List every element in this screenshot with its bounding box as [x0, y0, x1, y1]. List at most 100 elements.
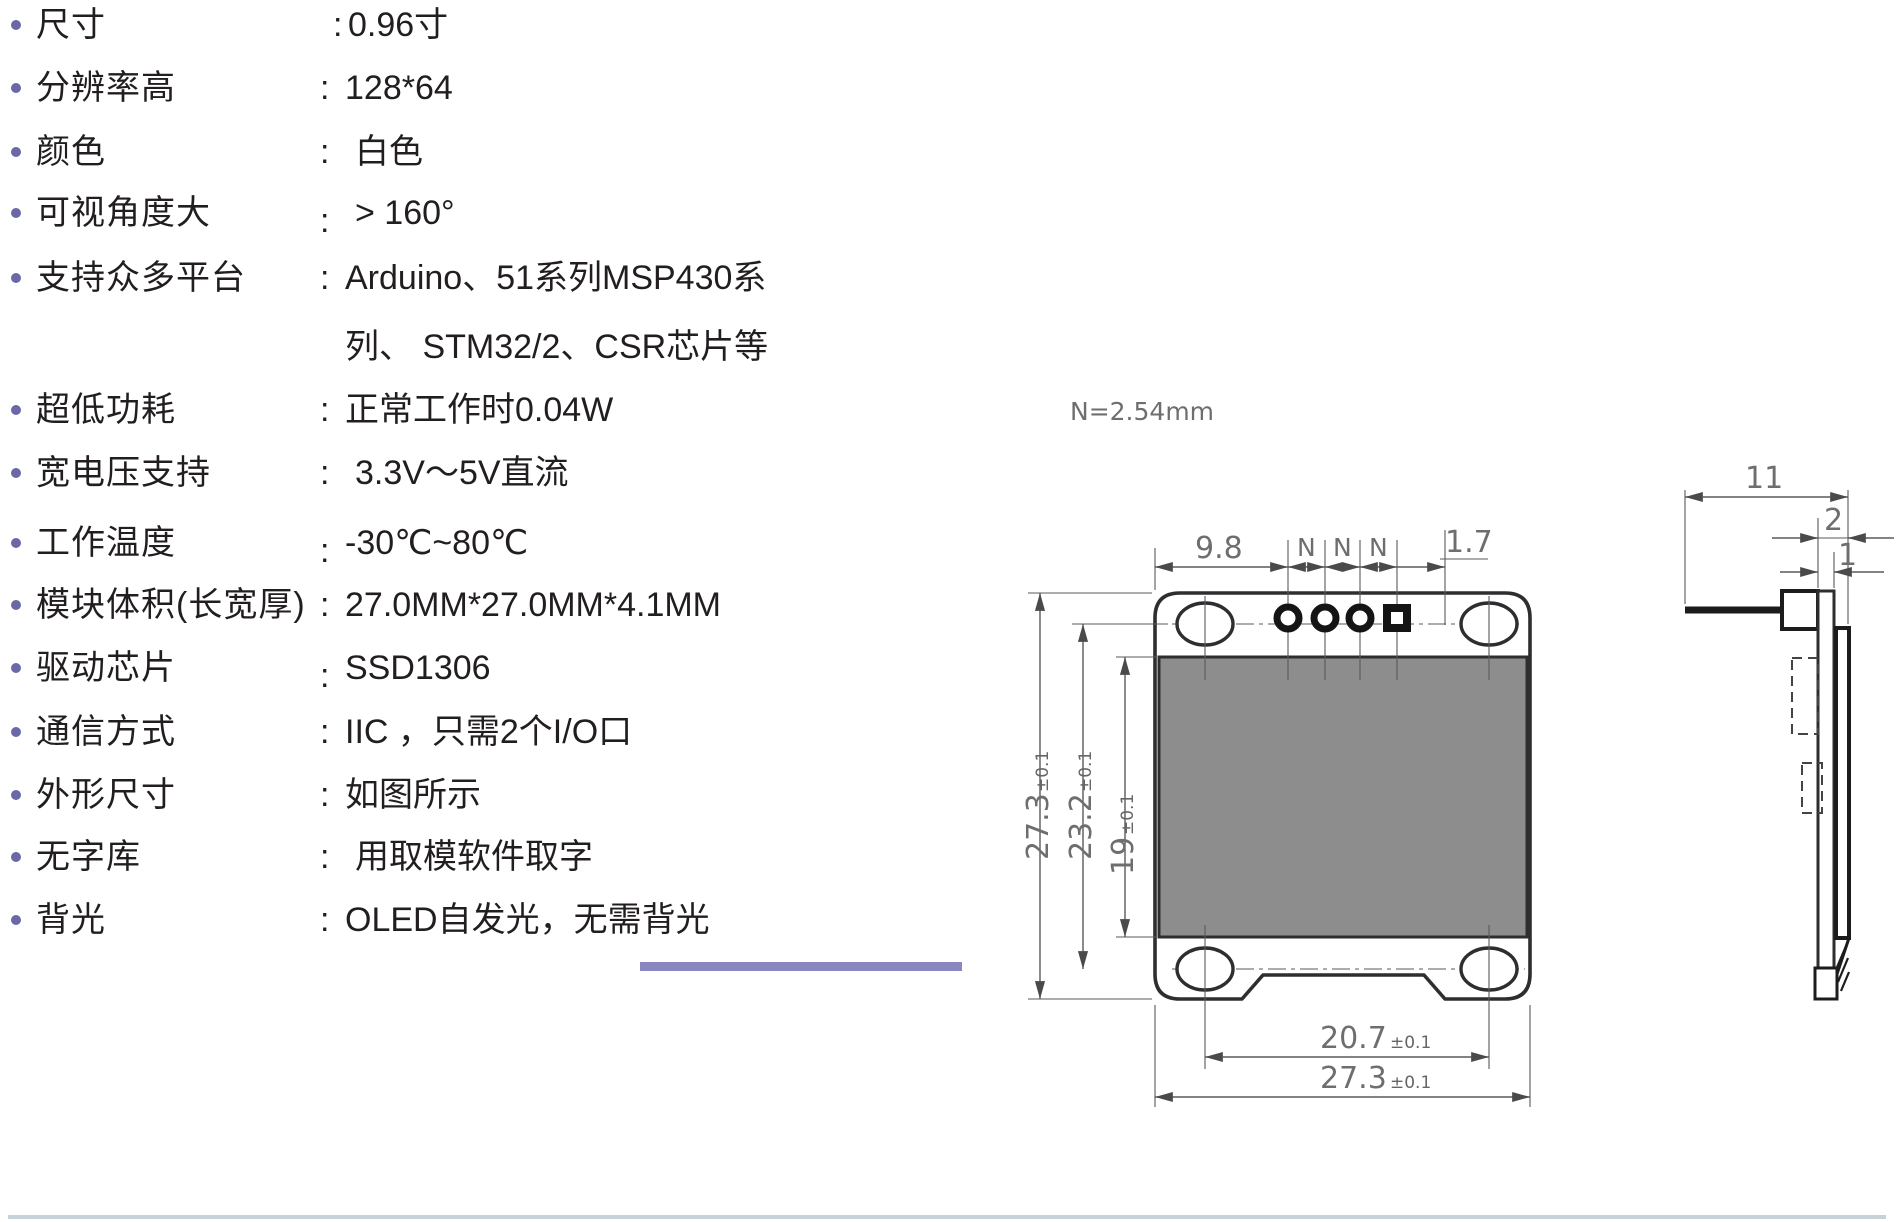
dim-label-19: 19 ±0.1 — [1106, 794, 1141, 875]
module-outline — [1153, 591, 1532, 1001]
spec-label: 通信方式 — [36, 713, 176, 751]
side-view-diagram: 11 2 1 — [1684, 461, 1894, 1001]
svg-text:±0.1: ±0.1 — [1390, 1073, 1431, 1093]
bottom-divider — [8, 1215, 1886, 1219]
spec-value: 用取模软件取字 — [355, 838, 593, 876]
component-outline-dashed — [1801, 762, 1823, 814]
dim-label-23-2: 23.2 ±0.1 — [1064, 751, 1099, 860]
dim-label-20-7: 20.7 — [1320, 1021, 1387, 1056]
svg-text:23.2: 23.2 — [1064, 793, 1099, 860]
spec-colon: : — [320, 838, 330, 876]
module-dimension-drawing: N=2.54mm — [1021, 397, 1894, 1107]
pin-pad-round — [1345, 603, 1375, 633]
spec-row-no-font: 无字库 : 用取模软件取字 — [0, 833, 900, 881]
spec-label: 驱动芯片 — [36, 649, 176, 687]
spec-value: 正常工作时0.04W — [345, 391, 614, 429]
spec-label: 超低功耗 — [36, 391, 176, 429]
spec-row-resolution: 分辨率高 : 128*64 — [0, 64, 900, 112]
spec-label: 分辨率高 — [36, 69, 176, 107]
pin-pitch-label: N=2.54mm — [1070, 397, 1214, 426]
spec-row-backlight: 背光 : OLED自发光，无需背光 — [0, 896, 900, 944]
spec-value: > 160° — [355, 194, 455, 232]
bullet-icon — [11, 273, 21, 283]
spec-value: 白色 — [355, 133, 423, 171]
bullet-icon — [11, 663, 21, 673]
bullet-icon — [11, 468, 21, 478]
oled-screen-area — [1157, 655, 1529, 939]
spec-colon: : — [320, 532, 330, 570]
pcb-bottom-block — [1813, 966, 1839, 1001]
bullet-icon — [11, 538, 21, 548]
component-outline-dashed — [1791, 657, 1819, 735]
spec-row-platforms: 支持众多平台 : Arduino、51系列MSP430系 — [0, 254, 900, 302]
bullet-icon — [11, 405, 21, 415]
spec-label: 可视角度大 — [36, 194, 211, 232]
dim-label-n3: N — [1369, 533, 1388, 562]
svg-text:±0.1: ±0.1 — [1076, 751, 1096, 792]
spec-label: 模块体积(长宽厚) — [36, 586, 306, 624]
spec-row-temperature: 工作温度 : -30℃~80℃ — [0, 519, 900, 570]
spec-value: 如图所示 — [345, 776, 481, 814]
pin-pad-round — [1273, 603, 1303, 633]
bullet-icon — [11, 20, 21, 30]
bullet-icon — [11, 600, 21, 610]
spec-value: 0.96寸 — [348, 6, 449, 44]
dim-label-11: 11 — [1745, 461, 1783, 496]
bullet-icon — [11, 915, 21, 925]
spec-colon: : — [320, 713, 330, 751]
spec-row-power: 超低功耗 : 正常工作时0.04W — [0, 386, 900, 434]
bullet-icon — [11, 727, 21, 737]
spec-row-color: 颜色 : 白色 — [0, 128, 900, 176]
dim-label-n1: N — [1297, 533, 1316, 562]
pin-pad-round — [1310, 603, 1340, 633]
dim-label-27-3-left: 27.3 ±0.1 — [1021, 751, 1056, 860]
spec-row-outline: 外形尺寸 : 如图所示 — [0, 771, 900, 819]
spec-colon: : — [320, 133, 330, 171]
spec-value: SSD1306 — [345, 649, 491, 687]
spec-label: 外形尺寸 — [36, 776, 176, 814]
bullet-icon — [11, 147, 21, 157]
spec-colon: : — [320, 69, 330, 107]
spec-label: 无字库 — [36, 838, 141, 876]
spec-value-line2: 列、 STM32/2、CSR芯片等 — [345, 328, 769, 366]
spec-label: 尺寸 — [36, 6, 106, 44]
bullet-icon — [11, 852, 21, 862]
dim-label-n2: N — [1333, 533, 1352, 562]
pcb-side — [1816, 589, 1836, 1001]
dim-label-9-8: 9.8 — [1195, 531, 1243, 566]
spec-value: 3.3V～5V直流 — [355, 454, 569, 492]
spec-value: Arduino、51系列MSP430系 — [345, 259, 767, 297]
spec-row-dimensions: 模块体积(长宽厚) : 27.0MM*27.0MM*4.1MM — [0, 581, 900, 629]
svg-text:±0.1: ±0.1 — [1033, 751, 1053, 792]
spec-value: OLED自发光，无需背光 — [345, 901, 710, 939]
bullet-icon — [11, 790, 21, 800]
header-plastic — [1780, 589, 1820, 631]
svg-text:19: 19 — [1106, 837, 1141, 875]
spec-colon: : — [320, 202, 330, 240]
pin-pad-square-hole — [1391, 612, 1403, 624]
spec-row-viewing-angle: 可视角度大 : > 160° — [0, 189, 900, 240]
spec-value: 128*64 — [345, 69, 453, 107]
spec-value: IIC ，只需2个I/O口 — [345, 713, 633, 751]
bullet-icon — [11, 83, 21, 93]
spec-row-size: 尺寸 : 0.96寸 — [0, 1, 900, 49]
spec-label: 工作温度 — [36, 524, 176, 562]
front-view-diagram: N=2.54mm — [1021, 397, 1532, 1107]
spec-colon: : — [320, 586, 330, 624]
spec-colon: : — [320, 657, 330, 695]
spec-colon: : — [320, 776, 330, 814]
spec-colon: : — [320, 901, 330, 939]
spec-colon: : — [333, 6, 343, 44]
spec-colon: : — [320, 454, 330, 492]
dim-label-1: 1 — [1838, 538, 1857, 573]
spec-row-voltage: 宽电压支持 : 3.3V～5V直流 — [0, 449, 900, 497]
dim-label-1-7: 1.7 — [1445, 525, 1493, 560]
spec-label: 支持众多平台 — [36, 259, 246, 297]
bullet-icon — [11, 208, 21, 218]
spec-label: 背光 — [36, 901, 106, 939]
dim-label-2: 2 — [1824, 503, 1843, 538]
spec-colon: : — [320, 259, 330, 297]
svg-text:±0.1: ±0.1 — [1390, 1033, 1431, 1053]
display-glass-side — [1834, 626, 1851, 940]
